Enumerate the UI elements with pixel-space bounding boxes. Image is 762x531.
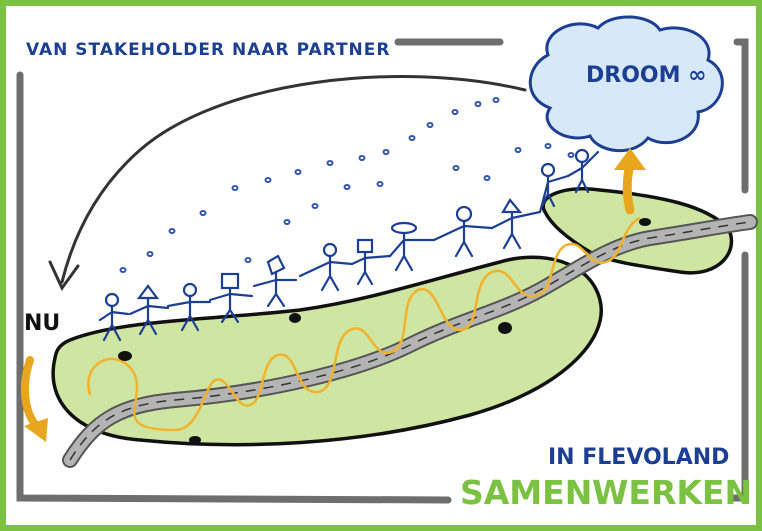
region-label: IN FLEVOLAND <box>548 445 729 470</box>
title-text: VAN STAKEHOLDER NAAR PARTNER <box>26 40 390 60</box>
dream-cloud <box>528 15 724 153</box>
together-word-1: SAMEN <box>460 473 592 512</box>
border-bracket <box>16 38 749 504</box>
arrow-down-curved-icon <box>20 356 48 442</box>
orange-journey-path <box>87 216 641 432</box>
dotted-path <box>119 97 575 273</box>
dream-label: DROOM ∞ <box>586 63 706 88</box>
land-mass-upper <box>541 186 734 275</box>
milestone-dots <box>118 218 651 444</box>
curved-arrow-left-icon <box>48 75 527 291</box>
arrow-up-icon <box>614 148 646 215</box>
together-word-2: WERKEN <box>592 473 752 512</box>
now-label: NU <box>24 311 60 336</box>
people-chain <box>98 148 600 342</box>
